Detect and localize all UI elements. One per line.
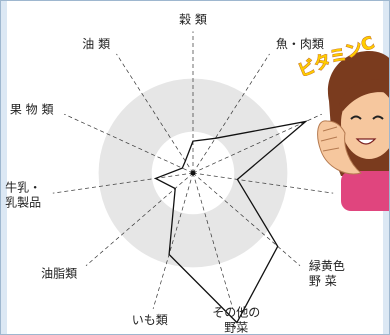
mouth — [355, 138, 377, 145]
axis-label-0: 穀 類 — [179, 13, 207, 27]
girl-illustration — [317, 51, 389, 211]
bangs — [339, 79, 389, 111]
eye-left — [350, 115, 362, 120]
center-dot — [190, 170, 196, 176]
hand-finger-3 — [322, 147, 340, 152]
series-polygon — [154, 120, 308, 324]
spokes — [52, 31, 334, 309]
axis-label-1: 魚・肉類 — [276, 37, 324, 51]
spoke-4 — [192, 172, 301, 266]
axis-label-7: 油脂類 — [41, 266, 77, 281]
raised-hand — [317, 120, 363, 175]
face — [341, 87, 389, 159]
hand-finger-1 — [322, 126, 338, 132]
axis-label-9: 果 物 類 — [10, 102, 54, 116]
spoke-3 — [192, 172, 334, 194]
axis-label-10: 油 類 — [82, 37, 110, 51]
spoke-6 — [152, 172, 194, 309]
axis-label-8: 牛乳・乳製品 — [5, 179, 41, 209]
spoke-2 — [192, 113, 322, 174]
eye-right — [372, 115, 384, 120]
spoke-1 — [192, 53, 270, 174]
spoke-10 — [116, 53, 194, 174]
spoke-9 — [64, 113, 194, 174]
axis-label-4: 緑黄色野 菜 — [309, 258, 345, 288]
reference-ring — [98, 78, 288, 268]
axis-label-5: その他の野菜 — [212, 306, 260, 335]
left-side-bar — [1, 1, 7, 334]
spoke-5 — [192, 172, 234, 309]
hand-finger-2 — [320, 136, 338, 142]
spoke-8 — [52, 172, 194, 194]
shirt — [341, 171, 389, 211]
axis-label-6: いも類 — [132, 313, 168, 327]
